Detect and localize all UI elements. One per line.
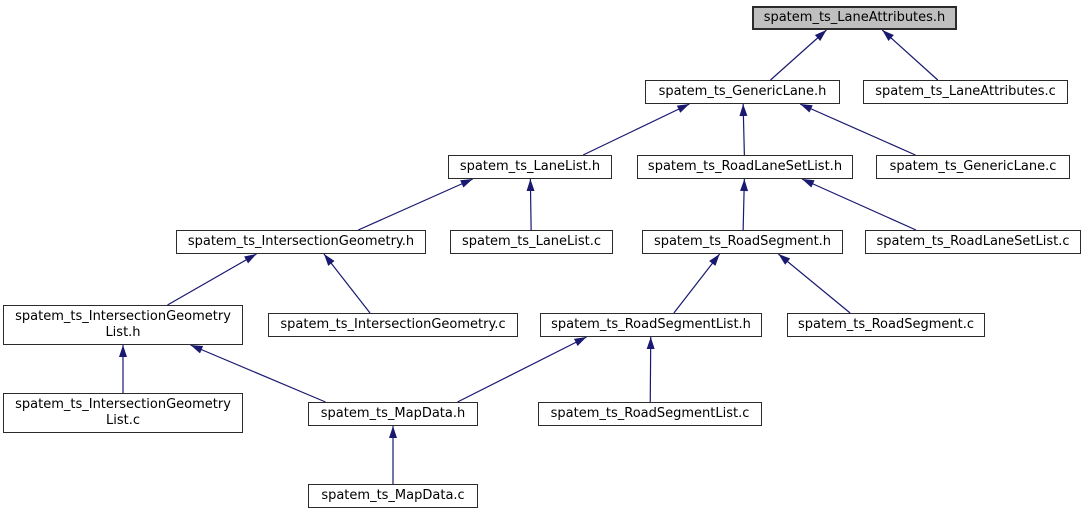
- include-edge-map_data_h-to-intersection_geometry_list_h: [190, 344, 326, 403]
- include-edge-lane_list_h-to-generic_lane_h: [582, 103, 690, 156]
- include-edge-road_lane_set_list_h-to-generic_lane_h: [739, 103, 748, 156]
- include-edge-generic_lane_c-to-generic_lane_h: [799, 103, 916, 156]
- graph-node-road_lane_set_list_c[interactable]: spatem_ts_RoadLaneSetList.c: [865, 230, 1081, 254]
- graph-node-map_data_h[interactable]: spatem_ts_MapData.h: [308, 402, 478, 426]
- graph-node-label: spatem_ts_LaneAttributes.h: [763, 10, 946, 25]
- graph-node-road_segment_list_h[interactable]: spatem_ts_RoadSegmentList.h: [540, 313, 762, 337]
- graph-node-intersection_geometry_h[interactable]: spatem_ts_IntersectionGeometry.h: [176, 230, 426, 254]
- graph-node-label: spatem_ts_LaneAttributes.c: [875, 84, 1056, 99]
- graph-node-label: spatem_ts_LaneList.c: [461, 234, 602, 249]
- graph-node-label: spatem_ts_IntersectionGeometry: [15, 309, 231, 324]
- graph-node-label: spatem_ts_RoadLaneSetList.h: [647, 159, 843, 174]
- include-edge-intersection_geometry_h-to-lane_list_h: [358, 178, 473, 231]
- graph-node-generic_lane_c[interactable]: spatem_ts_GenericLane.c: [876, 155, 1070, 179]
- include-edge-road_lane_set_list_c-to-road_lane_set_list_h: [801, 178, 917, 231]
- graph-node-label: spatem_ts_IntersectionGeometry: [15, 397, 231, 412]
- include-edge-intersection_geometry_list_h-to-intersection_geometry_h: [167, 253, 257, 306]
- graph-node-label: spatem_ts_GenericLane.c: [889, 159, 1057, 174]
- graph-node-label: spatem_ts_RoadSegmentList.c: [550, 406, 750, 421]
- include-edge-generic_lane_h-to-lane_attributes_h: [770, 29, 827, 81]
- include-edge-road_segment_h-to-road_lane_set_list_h: [740, 178, 749, 231]
- graph-node-label: spatem_ts_MapData.h: [320, 406, 466, 421]
- include-edge-lane_list_c-to-lane_list_h: [526, 178, 535, 231]
- include-edge-map_data_h-to-road_segment_list_h: [457, 336, 587, 403]
- graph-node-label: List.h: [105, 325, 141, 340]
- include-edge-lane_attributes_c-to-lane_attributes_h: [881, 29, 939, 81]
- graph-node-label: spatem_ts_RoadSegment.h: [653, 234, 832, 249]
- graph-node-lane_list_h[interactable]: spatem_ts_LaneList.h: [448, 155, 612, 179]
- graph-node-road_segment_c[interactable]: spatem_ts_RoadSegment.c: [787, 313, 985, 337]
- graph-node-lane_list_c[interactable]: spatem_ts_LaneList.c: [450, 230, 613, 254]
- graph-node-label: spatem_ts_IntersectionGeometry.h: [187, 234, 415, 249]
- graph-node-intersection_geometry_c[interactable]: spatem_ts_IntersectionGeometry.c: [268, 313, 518, 337]
- graph-node-label: List.c: [105, 413, 140, 428]
- graph-node-label: spatem_ts_RoadSegmentList.h: [551, 317, 751, 332]
- graph-node-label: spatem_ts_GenericLane.h: [658, 84, 827, 99]
- graph-node-lane_attributes_c[interactable]: spatem_ts_LaneAttributes.c: [863, 80, 1068, 104]
- graph-node-label: spatem_ts_RoadLaneSetList.c: [876, 234, 1070, 249]
- include-edge-road_segment_c-to-road_segment_h: [777, 253, 851, 314]
- include-edge-road_segment_list_h-to-road_segment_h: [673, 253, 721, 314]
- graph-node-road_segment_h[interactable]: spatem_ts_RoadSegment.h: [642, 230, 843, 254]
- include-edge-intersection_geometry_c-to-intersection_geometry_h: [323, 253, 371, 314]
- graph-node-road_segment_list_c[interactable]: spatem_ts_RoadSegmentList.c: [538, 402, 762, 426]
- graph-node-label: spatem_ts_MapData.c: [321, 488, 465, 503]
- graph-node-road_lane_set_list_h[interactable]: spatem_ts_RoadLaneSetList.h: [637, 155, 853, 179]
- graph-node-label: spatem_ts_RoadSegment.c: [797, 317, 975, 332]
- graph-node-generic_lane_h[interactable]: spatem_ts_GenericLane.h: [645, 80, 840, 104]
- graph-node-lane_attributes_h: spatem_ts_LaneAttributes.h: [752, 6, 957, 30]
- include-edge-road_segment_list_c-to-road_segment_list_h: [646, 336, 655, 403]
- graph-node-map_data_c[interactable]: spatem_ts_MapData.c: [308, 484, 478, 508]
- graph-node-label: spatem_ts_LaneList.h: [459, 159, 601, 174]
- graph-node-label: spatem_ts_IntersectionGeometry.c: [280, 317, 506, 332]
